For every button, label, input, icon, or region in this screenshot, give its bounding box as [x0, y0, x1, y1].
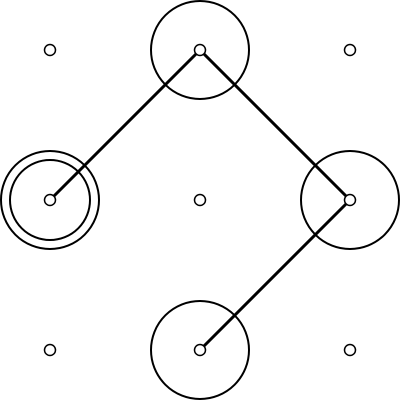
pattern-node-3[interactable]: [343, 43, 357, 57]
pattern-node-4[interactable]: [43, 193, 57, 207]
start-inner-ring-4: [9, 159, 91, 241]
selection-ring-2: [150, 0, 250, 100]
selection-ring-4: [0, 150, 100, 250]
grid-dots: [43, 43, 357, 357]
path-segment-6-8: [198, 198, 352, 352]
pattern-node-9[interactable]: [343, 343, 357, 357]
pattern-node-6[interactable]: [343, 193, 357, 207]
pattern-node-5[interactable]: [193, 193, 207, 207]
pattern-node-7[interactable]: [43, 343, 57, 357]
path-segment-4-2: [48, 48, 202, 202]
pattern-node-2[interactable]: [193, 43, 207, 57]
pattern-node-1[interactable]: [43, 43, 57, 57]
pattern-node-8[interactable]: [193, 343, 207, 357]
selection-ring-8: [150, 300, 250, 400]
path-segment-2-6: [198, 48, 352, 202]
selection-ring-6: [300, 150, 400, 250]
pattern-path: [48, 48, 352, 352]
